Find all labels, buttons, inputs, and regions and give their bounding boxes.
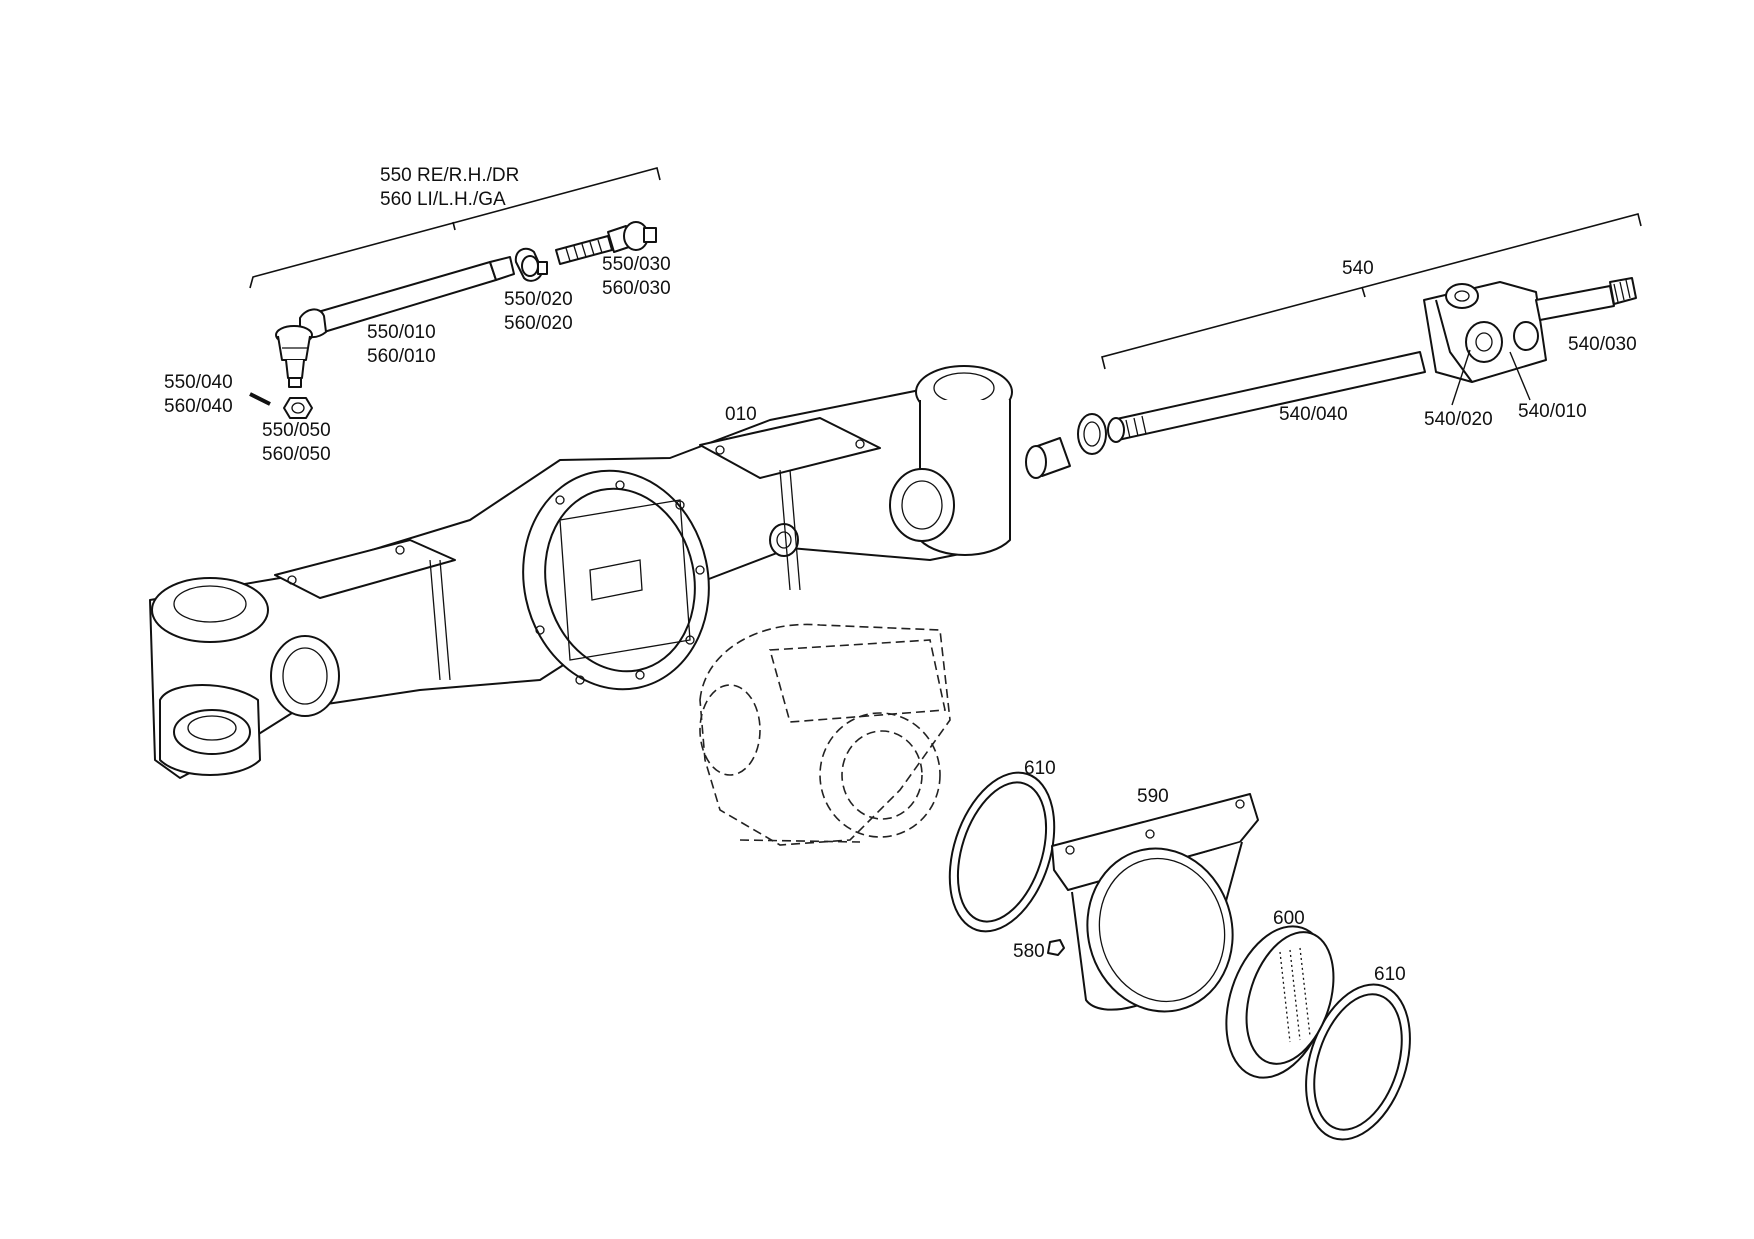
label-550-020: 550/020 xyxy=(504,289,573,310)
label-560-030: 560/030 xyxy=(602,278,671,299)
label-550-040: 550/040 xyxy=(164,372,233,393)
nut-580 xyxy=(1047,939,1065,956)
label-540-030: 540/030 xyxy=(1568,334,1637,355)
leader-540-020 xyxy=(1451,349,1471,406)
axle-shaft-540-040 xyxy=(1107,351,1426,443)
universal-joint-540-010 xyxy=(1423,281,1547,383)
label-560-li-lh-ga: 560 LI/L.H./GA xyxy=(380,189,506,210)
bearing-600 xyxy=(1225,925,1335,1079)
nut-550-050 xyxy=(283,397,313,419)
tie-rod-end-550-030 xyxy=(555,221,657,265)
label-010: 010 xyxy=(725,404,757,425)
leader-540-010 xyxy=(1509,351,1531,401)
ring-610-lower xyxy=(1305,983,1411,1141)
label-560-050: 560/050 xyxy=(262,444,331,465)
seal-ring xyxy=(1077,413,1107,455)
ring-610-upper xyxy=(948,771,1056,933)
label-540-040: 540/040 xyxy=(1279,404,1348,425)
axle-housing-010 xyxy=(149,365,1013,779)
bearing-needle-left xyxy=(1025,437,1071,479)
label-560-040: 560/040 xyxy=(164,396,233,417)
clamp-550-020 xyxy=(514,247,548,282)
label-550-010: 550/010 xyxy=(367,322,436,343)
stub-shaft-540-030 xyxy=(1535,277,1637,321)
label-540-020: 540/020 xyxy=(1424,409,1493,430)
support-bracket-590 xyxy=(1051,793,1259,1013)
label-540: 540 xyxy=(1342,258,1374,279)
tie-rod-550-010 xyxy=(275,256,515,388)
label-610-lower: 610 xyxy=(1374,964,1406,985)
label-560-010: 560/010 xyxy=(367,346,436,367)
label-560-020: 560/020 xyxy=(504,313,573,334)
label-610-upper: 610 xyxy=(1024,758,1056,779)
label-550-re-rh-dr: 550 RE/R.H./DR xyxy=(380,165,519,186)
label-550-050: 550/050 xyxy=(262,420,331,441)
label-580: 580 xyxy=(1013,941,1045,962)
label-600: 600 xyxy=(1273,908,1305,929)
label-540-010: 540/010 xyxy=(1518,401,1587,422)
cotter-pin-550-040 xyxy=(249,392,271,406)
label-550-030: 550/030 xyxy=(602,254,671,275)
bracket-550-560 xyxy=(249,167,661,289)
bracket-540 xyxy=(1101,213,1642,370)
differential-dashed-outline xyxy=(699,623,951,846)
label-590: 590 xyxy=(1137,786,1169,807)
